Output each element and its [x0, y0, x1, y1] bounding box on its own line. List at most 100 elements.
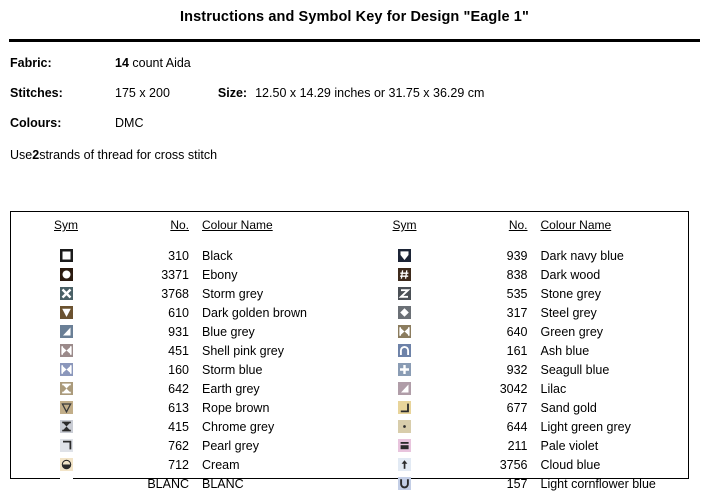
colour-swatch-corner-tri-icon [59, 325, 73, 338]
symbol-cell [350, 439, 460, 452]
colour-name: Rope brown [202, 400, 270, 415]
colour-name: Earth grey [202, 381, 260, 396]
symbol-cell [350, 420, 460, 433]
fabric-rest: count Aida [128, 56, 191, 70]
colour-swatch-shield-icon [398, 249, 411, 262]
colour-name: Pale violet [540, 438, 599, 453]
colour-name: Dark golden brown [202, 305, 307, 320]
fabric-value: 14 count Aida [115, 56, 191, 70]
thread-number: 640 [506, 324, 528, 339]
strands-count: 2 [32, 148, 40, 162]
colour-name: Cloud blue [540, 457, 601, 472]
right-column-header: Sym No. Colour Name [350, 218, 689, 238]
size-label: Size: [217, 86, 248, 100]
table-row: 160 Storm blue [11, 360, 350, 379]
header-colour-name-left: Colour Name [202, 218, 273, 232]
thread-number: 160 [168, 362, 189, 377]
colour-name: Storm grey [202, 286, 264, 301]
header-sym-right: Sym [392, 218, 417, 232]
colour-swatch-hourglass-icon [59, 420, 73, 433]
symbol-cell [11, 249, 121, 262]
stitches-row: Stitches: 175 x 200 Size: 12.50 x 14.29 … [10, 86, 709, 116]
symbol-cell [11, 306, 121, 319]
fabric-label: Fabric: [10, 56, 52, 70]
colour-name: Ebony [202, 267, 238, 282]
symbol-cell [350, 325, 460, 338]
colour-swatch-hash-icon [398, 268, 411, 281]
colour-swatch-circle-icon [59, 268, 73, 281]
header-sym-left: Sym [54, 218, 78, 232]
symbol-cell [11, 382, 121, 395]
thread-number: 3768 [161, 286, 189, 301]
thread-number: 415 [168, 419, 189, 434]
colour-swatch-cross-x-icon [59, 287, 73, 300]
colour-name: Dark navy blue [540, 248, 624, 263]
symbol-cell [11, 477, 121, 490]
thread-number: 317 [506, 305, 528, 320]
header-no-left: No. [170, 218, 189, 232]
colour-name: Light green grey [540, 419, 631, 434]
table-row: 613 Rope brown [11, 398, 350, 417]
symbol-cell [11, 420, 121, 433]
table-row: 3768 Storm grey [11, 284, 350, 303]
thread-number: 613 [168, 400, 189, 415]
thread-number: 3371 [161, 267, 189, 282]
thread-number: 677 [506, 400, 528, 415]
design-info-block: Fabric: 14 count Aida Stitches: 175 x 20… [10, 56, 709, 174]
colour-name: Lilac [540, 381, 567, 396]
symbol-cell [11, 458, 121, 471]
colour-swatch-bowtie-h-icon [59, 363, 73, 376]
symbol-cell [11, 363, 121, 376]
symbol-cell [11, 325, 121, 338]
table-row: 3756 Cloud blue [350, 455, 689, 474]
colour-name: Storm blue [202, 362, 263, 377]
colour-swatch-arrow-up-icon [398, 458, 411, 471]
colour-swatch-arch-icon [398, 344, 411, 357]
table-row: 161 Ash blue [350, 341, 689, 360]
colour-swatch-corner-tri-icon [398, 382, 411, 395]
colour-name: Ash blue [540, 343, 590, 358]
colour-swatch-letter-z-icon [398, 287, 411, 300]
thread-number: 3756 [499, 457, 528, 472]
colour-swatch-bowtie-h-icon [59, 344, 73, 357]
colour-swatch-bowtie-h-icon [398, 325, 411, 338]
colour-name: Light cornflower blue [540, 476, 656, 491]
thread-number: 931 [168, 324, 189, 339]
colour-swatch-bar-box-icon [398, 439, 411, 452]
colours-row: Colours: DMC [10, 116, 709, 146]
symbol-cell [11, 401, 121, 414]
thread-number: 310 [168, 248, 189, 263]
symbol-cell [350, 363, 460, 376]
colour-swatch-blank-icon [59, 477, 73, 490]
stitches-value: 175 x 200 [115, 86, 170, 100]
colour-swatch-dot-icon [398, 420, 411, 433]
size-value: 12.50 x 14.29 inches or 31.75 x 36.29 cm [255, 86, 485, 100]
symbol-cell [350, 287, 460, 300]
symbol-cell [11, 344, 121, 357]
colour-swatch-square-icon [59, 249, 73, 262]
colour-swatch-plus-icon [398, 363, 411, 376]
colours-label: Colours: [10, 116, 62, 130]
colour-swatch-letter-u-icon [398, 477, 411, 490]
thread-number: 161 [506, 343, 528, 358]
symbol-cell [350, 477, 460, 490]
symbol-cell [350, 344, 460, 357]
symbol-cell [350, 458, 460, 471]
colour-swatch-corner-hook-l-icon [398, 401, 411, 414]
symbol-cell [350, 268, 460, 281]
